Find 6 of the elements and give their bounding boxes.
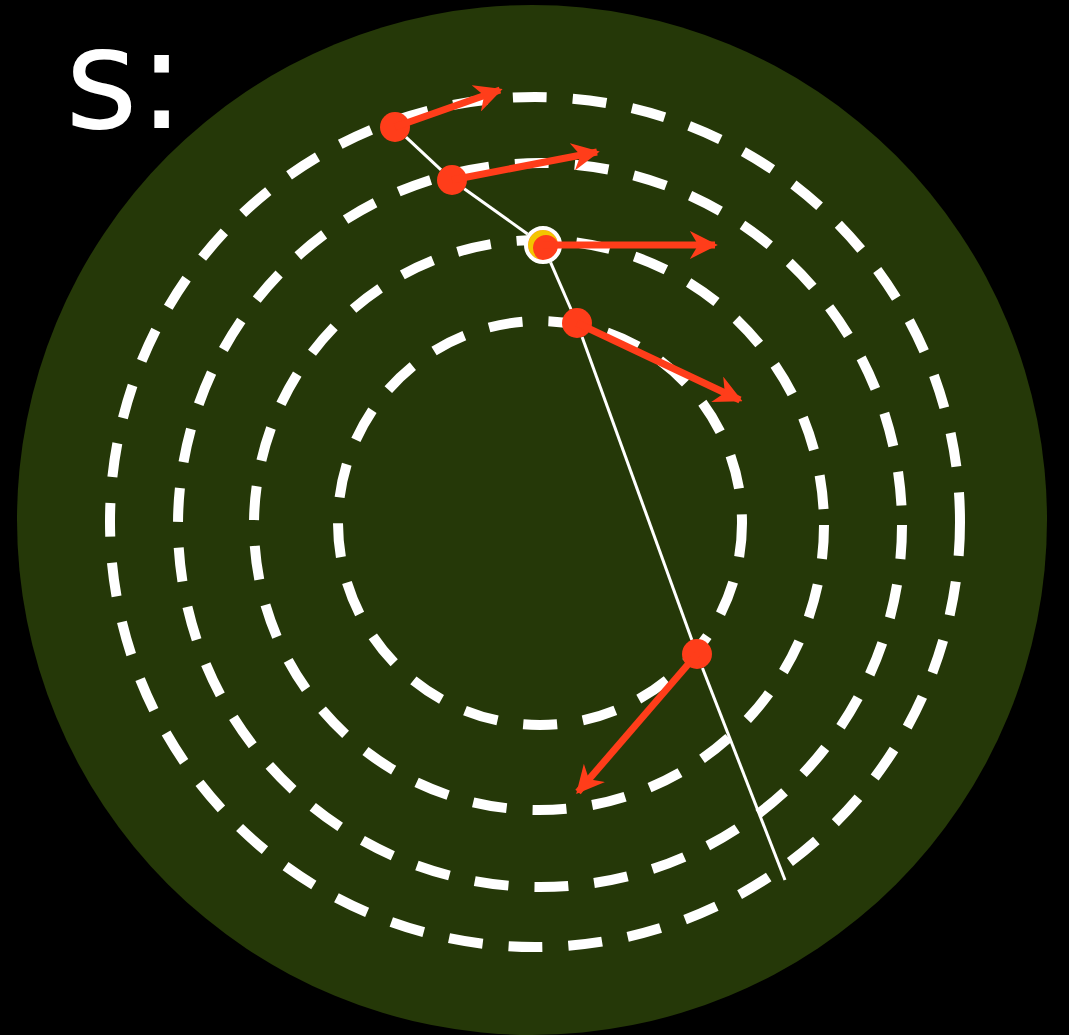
connecting-line [404,136,443,171]
connecting-line [463,187,529,236]
connecting-line [580,336,694,641]
connecting-line [701,667,787,881]
heading: s: [65,10,186,150]
connecting-line [549,261,573,310]
